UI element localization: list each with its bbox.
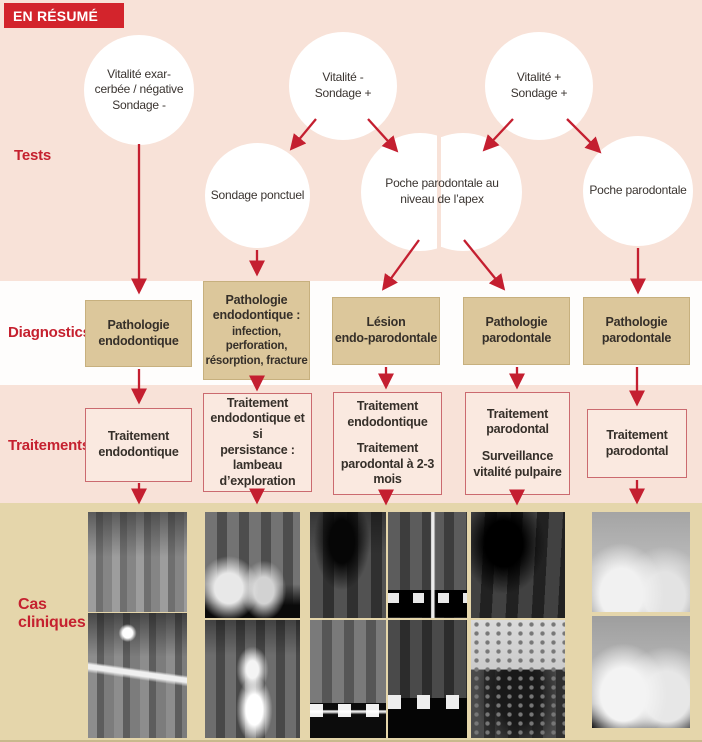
test-circle-vitalite-negative-sondage-positif: Vitalité - Sondage +	[289, 32, 397, 140]
row-label-diagnostics: Diagnostics	[8, 324, 91, 341]
treatment-box-parodontal: Traitement parodontal	[587, 409, 687, 478]
xray-col1-bottom	[88, 613, 187, 738]
treatment-box3-line2: Traitement parodontal à 2-3 mois	[340, 441, 435, 487]
xray-col3-bottom-right	[388, 620, 467, 738]
treatment-box-endodontique-lambeau: Traitement endodontique et si persistanc…	[203, 393, 312, 492]
poche-apex-split-line	[437, 134, 441, 250]
xray-col5-top	[592, 512, 690, 612]
diagnostic-box-lesion-endo-parodontale: Lésion endo-parodontale	[332, 297, 440, 365]
test-circle-sondage-ponctuel: Sondage ponctuel	[205, 143, 310, 248]
test-circle-vitalite-exacerbee: Vitalité exar- cerbée / négative Sondage…	[84, 35, 194, 145]
treatment-box-parodontal-surveillance: Traitement parodontal Surveillance vital…	[465, 392, 570, 495]
header-banner: EN RÉSUMÉ	[4, 3, 124, 28]
diagnostic-box-pathologie-endodontique: Pathologie endodontique	[85, 300, 192, 367]
diagnostic-box2-subtitle: infection, perforation, résorption, frac…	[205, 326, 308, 367]
row-label-tests: Tests	[14, 147, 52, 164]
header-banner-label: EN RÉSUMÉ	[13, 7, 99, 24]
test-circle-poche-apex-right-half	[404, 133, 522, 251]
xray-col4-bottom	[471, 620, 565, 738]
treatment-box4-line1: Traitement parodontal	[486, 406, 549, 437]
xray-col2-top	[205, 512, 300, 618]
xray-col5-bottom	[592, 616, 690, 728]
xray-col3-top-right	[388, 512, 467, 618]
xray-col2-bottom	[205, 620, 300, 738]
treatment-box4-line2: Surveillance vitalité pulpaire	[473, 449, 562, 479]
treatment-box-endo-puis-parodontal: Traitement endodontique Traitement parod…	[333, 392, 442, 495]
treatment-box-endodontique: Traitement endodontique	[85, 408, 192, 482]
test-circle-poche-parodontale: Poche parodontale	[583, 136, 693, 246]
xray-col4-top	[471, 512, 565, 618]
diagnostic-box2-title: Pathologie endodontique :	[212, 292, 301, 323]
row-label-traitements: Traitements	[8, 437, 90, 454]
test-circle-poche-apex-label: Poche parodontale au niveau de l’apex	[385, 176, 499, 206]
row-label-cas-cliniques: Cas cliniques	[18, 596, 86, 632]
treatment-box3-line1: Traitement endodontique	[347, 398, 428, 429]
xray-col1-top	[88, 512, 187, 612]
diagnostic-box-pathologie-endodontique-complications: Pathologie endodontique : infection, per…	[203, 281, 310, 380]
xray-col3-bottom-left	[310, 620, 386, 738]
test-circle-vitalite-positive-sondage-positif: Vitalité + Sondage +	[485, 32, 593, 140]
diagnostic-box-pathologie-parodontale-2: Pathologie parodontale	[583, 297, 690, 365]
xray-col3-top-left	[310, 512, 386, 618]
diagnostic-box-pathologie-parodontale-1: Pathologie parodontale	[463, 297, 570, 365]
